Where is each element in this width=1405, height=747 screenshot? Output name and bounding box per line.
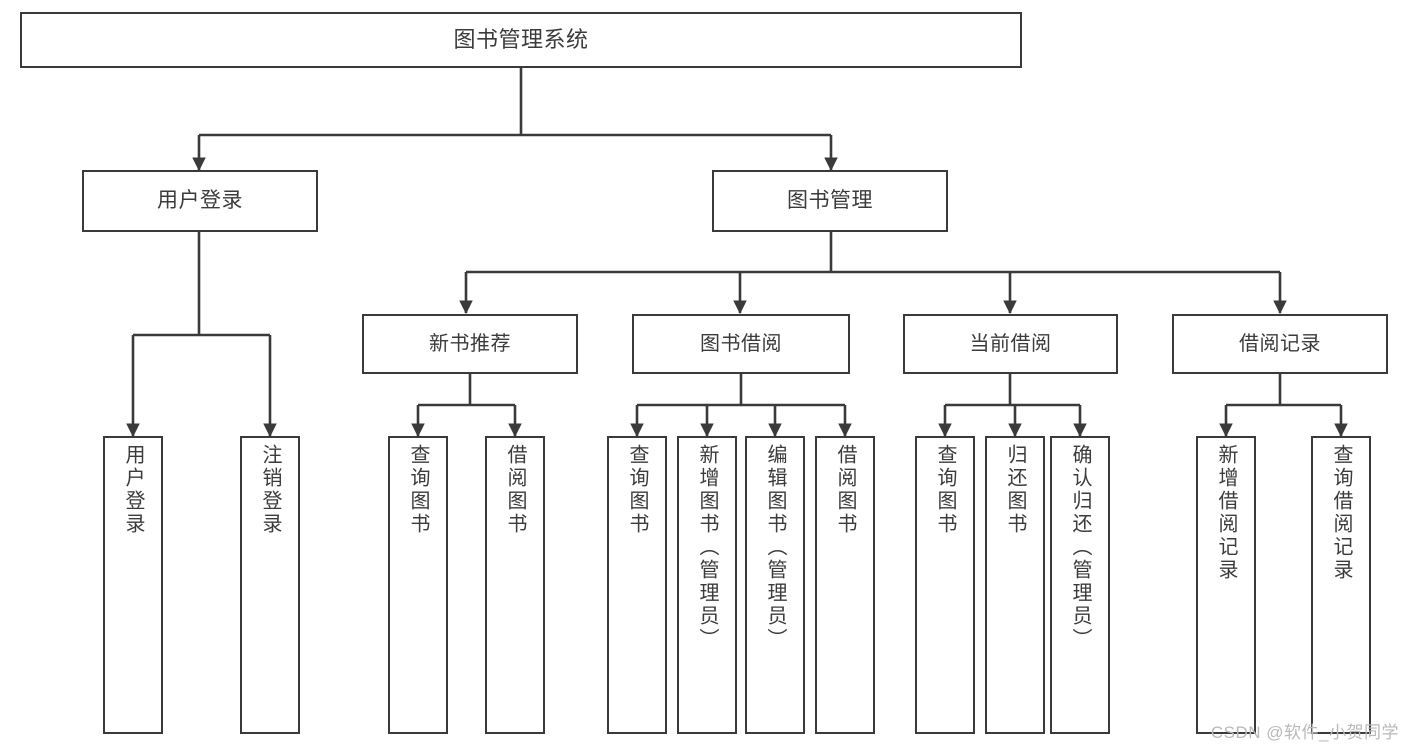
node-book-borrow-label: 图书借阅: [700, 332, 782, 355]
node-borrow-records-label: 借阅记录: [1239, 332, 1321, 355]
leaf-query-book-current[interactable]: 查询图书: [915, 436, 975, 734]
node-book-management[interactable]: 图书管理: [712, 170, 948, 232]
watermark: CSDN @软件_小贺同学: [1210, 723, 1399, 742]
leaf-borrow-book-label: 借阅图书: [834, 444, 856, 536]
leaf-query-book-current-label: 查询图书: [934, 444, 956, 536]
leaf-logout-label: 注销登录: [259, 444, 281, 536]
leaf-user-login[interactable]: 用户登录: [103, 436, 163, 734]
leaf-confirm-return-admin[interactable]: 确认归还（管理员）: [1050, 436, 1110, 734]
node-book-management-label: 图书管理: [787, 189, 873, 213]
leaf-edit-book-admin-label: 编辑图书（管理员）: [764, 444, 786, 651]
leaf-borrow-book-recommend-label: 借阅图书: [504, 444, 526, 536]
node-current-borrow-label: 当前借阅: [969, 332, 1052, 355]
leaf-borrow-book-recommend[interactable]: 借阅图书: [485, 436, 545, 734]
leaf-query-book-recommend-label: 查询图书: [407, 444, 429, 536]
leaf-confirm-return-admin-label: 确认归还（管理员）: [1069, 444, 1091, 651]
leaf-add-borrow-record-label: 新增借阅记录: [1215, 444, 1237, 582]
node-current-borrow[interactable]: 当前借阅: [903, 314, 1118, 374]
leaf-borrow-book[interactable]: 借阅图书: [815, 436, 875, 734]
node-root[interactable]: 图书管理系统: [20, 12, 1022, 68]
leaf-query-book-recommend[interactable]: 查询图书: [388, 436, 448, 734]
leaf-return-book[interactable]: 归还图书: [985, 436, 1045, 734]
leaf-logout[interactable]: 注销登录: [240, 436, 300, 734]
node-user-login-label: 用户登录: [157, 189, 243, 213]
node-new-book-recommend-label: 新书推荐: [429, 332, 511, 355]
leaf-query-borrow-record[interactable]: 查询借阅记录: [1311, 436, 1371, 734]
leaf-add-book-admin-label: 新增图书（管理员）: [696, 444, 718, 651]
leaf-query-book-borrow[interactable]: 查询图书: [607, 436, 667, 734]
node-root-label: 图书管理系统: [453, 26, 589, 52]
leaf-edit-book-admin[interactable]: 编辑图书（管理员）: [745, 436, 805, 734]
leaf-query-book-borrow-label: 查询图书: [626, 444, 648, 536]
node-book-borrow[interactable]: 图书借阅: [632, 314, 850, 374]
node-new-book-recommend[interactable]: 新书推荐: [362, 314, 578, 374]
leaf-user-login-label: 用户登录: [122, 444, 144, 536]
node-borrow-records[interactable]: 借阅记录: [1172, 314, 1388, 374]
leaf-return-book-label: 归还图书: [1004, 444, 1026, 536]
leaf-query-borrow-record-label: 查询借阅记录: [1330, 444, 1352, 582]
leaf-add-book-admin[interactable]: 新增图书（管理员）: [677, 436, 737, 734]
node-user-login[interactable]: 用户登录: [82, 170, 318, 232]
leaf-add-borrow-record[interactable]: 新增借阅记录: [1196, 436, 1256, 734]
